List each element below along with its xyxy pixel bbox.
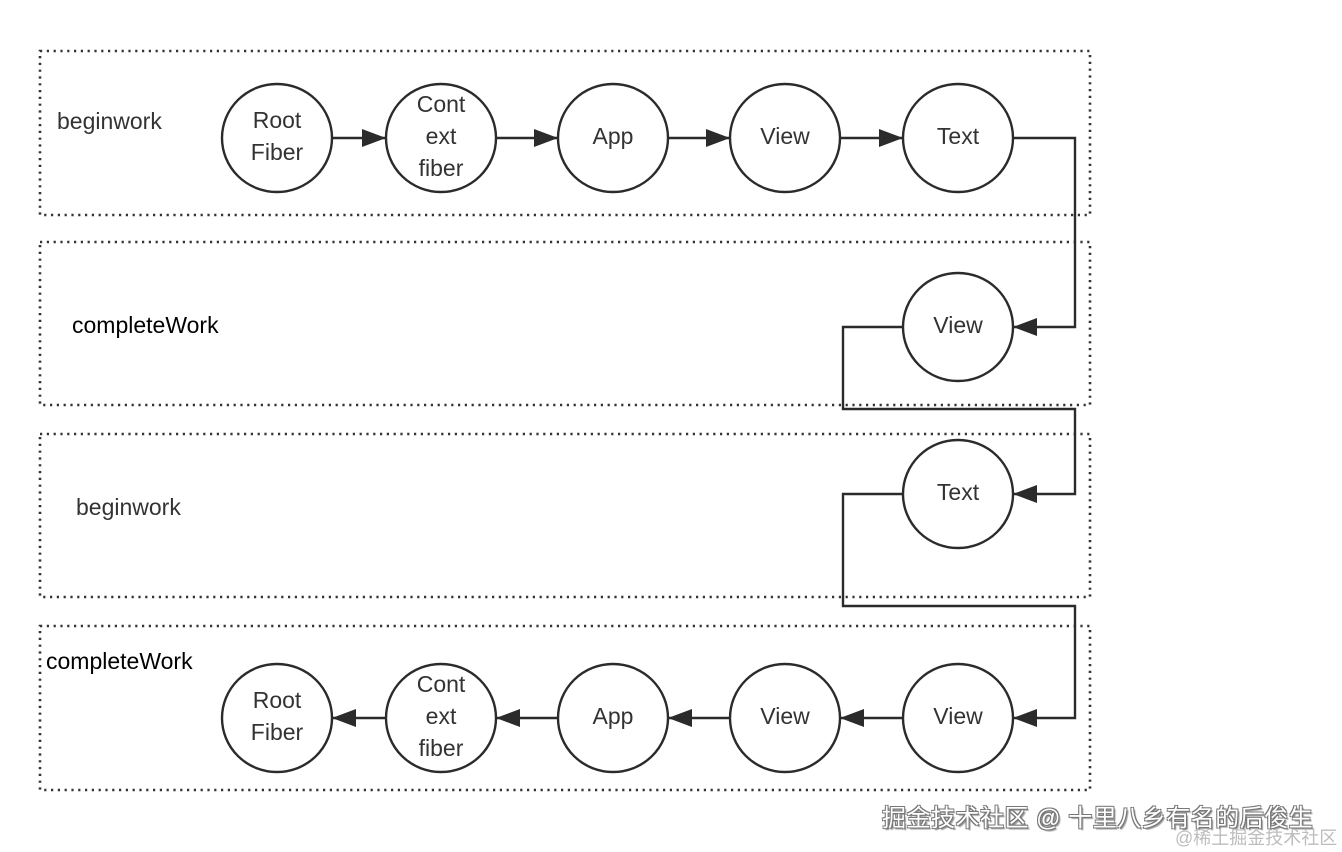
arrowhead	[534, 129, 558, 147]
fiber-node-label: Cont	[417, 671, 466, 697]
phase-label-complete: completeWork	[72, 312, 219, 338]
fiber-node-label: fiber	[419, 735, 464, 761]
fiber-node-circle	[384, 662, 498, 774]
fiber-node-label: Text	[937, 123, 980, 149]
fiber-node-label: Root	[253, 687, 302, 713]
fiber-node-circle	[901, 82, 1015, 194]
fiber-node-circle	[728, 82, 842, 194]
phase-label-begin: beginwork	[76, 494, 181, 520]
fiber-node-label: Text	[937, 479, 980, 505]
fiber-node: View	[728, 82, 842, 194]
fiber-node-label: App	[593, 703, 634, 729]
fiber-node: Cont ext fiber	[384, 82, 498, 194]
watermark-site: @稀土掘金技术社区	[1175, 828, 1338, 848]
fiber-node-label: App	[593, 123, 634, 149]
phase-label-complete: completeWork	[46, 648, 193, 674]
phase-labels: beginwork completeWork beginwork completeWo…	[46, 108, 219, 674]
edge-n6-to-n7	[841, 325, 1077, 496]
fiber-node-label: View	[933, 703, 983, 729]
arrowhead	[332, 709, 356, 727]
fiber-node-circle	[556, 662, 670, 774]
fiber-node-circle	[901, 438, 1015, 550]
arrowhead	[362, 129, 386, 147]
fiber-node-circle	[556, 82, 670, 194]
edge-n7-to-n8	[841, 492, 1077, 720]
arrowhead	[840, 709, 864, 727]
watermark-author: 掘金技术社区 @ 十里八乡有名的后俊生	[882, 805, 1314, 832]
fiber-node: Text	[901, 82, 1015, 194]
fiber-node-circle	[220, 82, 334, 194]
fiber-node-label: fiber	[419, 155, 464, 181]
phase-box-complete	[38, 624, 1092, 792]
fiber-node-label: View	[760, 123, 810, 149]
phase-box-complete	[38, 240, 1092, 407]
fiber-node: View	[901, 271, 1015, 383]
arrowhead	[879, 129, 903, 147]
fiber-node-label: Fiber	[251, 719, 304, 745]
arrowhead	[1013, 318, 1037, 336]
fiber-node-label: ext	[426, 703, 457, 729]
fiber-node: Text	[901, 438, 1015, 550]
fiber-node-circle	[901, 271, 1015, 383]
fiber-node-label: Root	[253, 107, 302, 133]
arrowhead	[668, 709, 692, 727]
edges	[332, 129, 1077, 727]
phase-box-begin	[38, 49, 1092, 217]
fiber-node: Cont ext fiber	[384, 662, 498, 774]
arrowhead	[1013, 709, 1037, 727]
fiber-node-label: Cont	[417, 91, 466, 117]
fiber-node-label: Fiber	[251, 139, 304, 165]
arrowhead	[706, 129, 730, 147]
phase-label-begin: beginwork	[57, 108, 162, 134]
fiber-node-label: View	[933, 312, 983, 338]
fiber-node: View	[728, 662, 842, 774]
arrowhead	[496, 709, 520, 727]
fiber-node-label: ext	[426, 123, 457, 149]
fiber-node: App	[556, 82, 670, 194]
fiber-node-circle	[728, 662, 842, 774]
arrowhead	[1013, 485, 1037, 503]
fiber-node: View	[901, 662, 1015, 774]
edge-n5-to-n6	[1013, 136, 1077, 329]
fiber-node-label: View	[760, 703, 810, 729]
fiber-node-circle	[384, 82, 498, 194]
fiber-node: App	[556, 662, 670, 774]
fiber-node-circle	[901, 662, 1015, 774]
phase-box-begin	[38, 432, 1092, 599]
phase-boxes	[38, 49, 1092, 792]
fiber-node-circle	[220, 662, 334, 774]
